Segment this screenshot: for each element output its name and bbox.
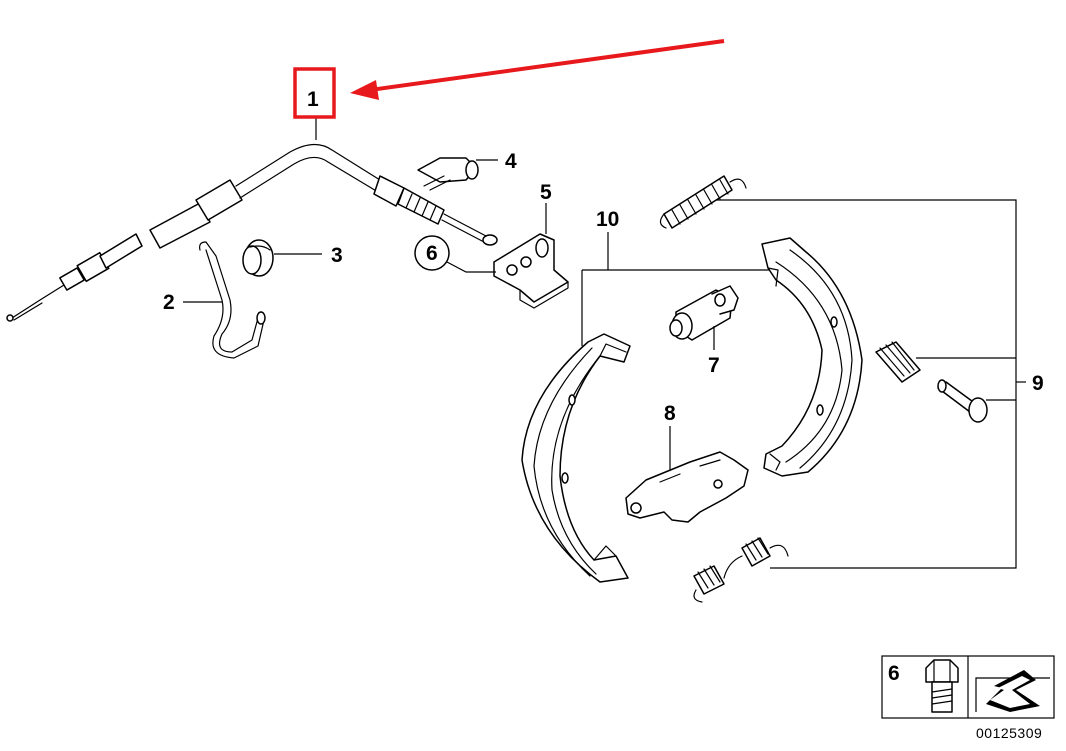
handbrake-cable bbox=[6, 143, 498, 322]
hold-down-spring bbox=[875, 341, 921, 383]
part-6-callout bbox=[414, 235, 450, 271]
label-part-6[interactable]: 6 bbox=[426, 242, 438, 265]
label-part-7[interactable]: 7 bbox=[708, 354, 720, 377]
legend-box: 6 00125309 bbox=[881, 655, 1055, 741]
label-part-2[interactable]: 2 bbox=[163, 291, 175, 314]
label-part-4[interactable]: 4 bbox=[505, 150, 517, 173]
legend-part-number: 6 bbox=[888, 662, 900, 685]
grommet bbox=[242, 239, 274, 277]
hold-down-pin bbox=[937, 379, 988, 423]
bolt-icon bbox=[925, 659, 959, 713]
left-brake-shoe bbox=[521, 333, 631, 583]
lower-springs bbox=[693, 537, 789, 603]
red-arrow-head bbox=[350, 80, 379, 100]
leader-lines bbox=[183, 118, 1026, 569]
label-part-3[interactable]: 3 bbox=[331, 244, 343, 267]
part-labels: 1 2 3 4 5 6 7 8 9 10 bbox=[163, 88, 1044, 425]
brake-lever bbox=[625, 451, 749, 523]
right-brake-shoe bbox=[761, 237, 863, 477]
brake-adjuster bbox=[669, 285, 739, 341]
retainer-clip bbox=[417, 157, 479, 191]
part-1-highlight-box bbox=[293, 67, 336, 119]
wire-clip bbox=[199, 241, 266, 359]
label-part-1[interactable]: 1 bbox=[307, 88, 319, 111]
label-part-5[interactable]: 5 bbox=[540, 181, 552, 204]
install-direction-icon bbox=[975, 670, 1050, 712]
cable-bracket bbox=[493, 233, 569, 309]
red-arrow-shaft bbox=[369, 39, 725, 92]
upper-return-spring bbox=[659, 175, 747, 229]
highlight-annotation bbox=[293, 39, 725, 119]
diagram-reference-number: 00125309 bbox=[976, 725, 1042, 741]
label-part-10[interactable]: 10 bbox=[596, 208, 619, 231]
label-part-9[interactable]: 9 bbox=[1032, 372, 1044, 395]
label-part-8[interactable]: 8 bbox=[664, 402, 676, 425]
